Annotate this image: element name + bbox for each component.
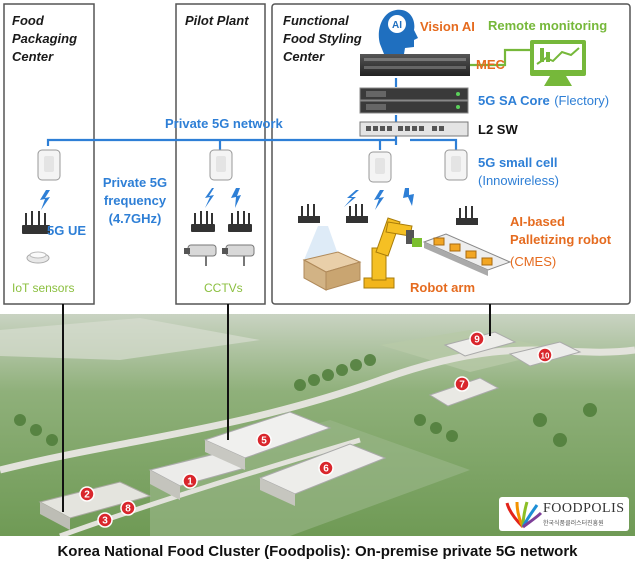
building-marker-circle <box>182 473 198 489</box>
foodpolis-logo-subtitle: 한국식품클러스터진흥원 <box>543 521 604 527</box>
figure-caption: Korea National Food Cluster (Foodpolis):… <box>0 536 635 568</box>
small-cell-label: 5G small cell (Innowireless) <box>478 154 559 190</box>
remote-monitoring-line <box>470 48 530 67</box>
5g-ue-label: 5G UE <box>47 223 87 238</box>
building-marker-circle <box>256 432 272 448</box>
remote-monitoring-label: Remote monitoring <box>488 18 608 33</box>
building-marker-3: 3 <box>97 512 113 528</box>
building-marker-7: 7 <box>454 376 470 392</box>
frequency-line-3: (4.7GHz) <box>108 211 162 226</box>
building-marker-circle <box>97 512 113 528</box>
food-packaging-title-line-2: Packaging <box>12 31 78 46</box>
pilot-plant-title: Pilot Plant <box>185 13 249 28</box>
food-packaging-title-line-1: Food <box>12 13 44 28</box>
iot-sensors-label: IoT sensors <box>12 281 75 295</box>
cmes-label: (CMES) <box>510 254 557 269</box>
palletizing-conveyor-icon <box>422 233 512 276</box>
small-cell-line-1: 5G small cell <box>478 155 558 170</box>
building-marker-circle <box>318 460 334 476</box>
palletizing-line-1: AI-based <box>510 214 565 229</box>
functional-title-line-3: Center <box>283 49 325 64</box>
building-marker-2: 2 <box>79 486 95 502</box>
sa-core-label-bold: 5G SA Core <box>478 93 550 108</box>
building-marker-number: 9 <box>474 335 480 346</box>
food-packaging-title-line-3: Center <box>12 49 54 64</box>
building-marker-1: 1 <box>182 473 198 489</box>
mec-label: MEC <box>476 57 505 72</box>
building-marker-circle <box>469 331 485 347</box>
building-marker-number: 2 <box>84 490 90 501</box>
building-marker-number: 3 <box>102 516 108 527</box>
functional-title-line-1: Functional <box>283 13 349 28</box>
robot-arm-icon <box>363 217 422 289</box>
building-marker-circle <box>79 486 95 502</box>
sa-core-server-icon <box>359 87 469 114</box>
foodpolis-logo: FOODPOLIS 한국식품클러스터진흥원 <box>499 497 629 531</box>
food-packaging-title: Food Packaging Center <box>12 12 77 66</box>
small-cell-functional-2 <box>444 149 468 181</box>
building-marker-number: 8 <box>125 504 131 515</box>
foodpolis-logo-mark <box>505 501 543 529</box>
foodpolis-logo-text: FOODPOLIS <box>543 501 625 516</box>
building-markers: 1 2 3 5 6 7 8 9 10 <box>79 331 553 528</box>
building-marker-6: 6 <box>318 460 334 476</box>
palletizing-line-2: Palletizing robot <box>510 232 612 247</box>
building-marker-circle <box>537 347 553 363</box>
vision-ai-head-icon: AI <box>378 9 418 54</box>
small-cell-line-2: (Innowireless) <box>478 173 559 188</box>
vision-inspection-box-icon <box>302 226 362 291</box>
building-marker-circle <box>120 500 136 516</box>
aerial-campus <box>0 314 635 539</box>
mec-server-icon <box>360 54 470 76</box>
small-cell-functional-1 <box>368 151 392 183</box>
robot-router-icons <box>298 204 478 225</box>
frequency-line-1: Private 5G <box>102 175 168 190</box>
building-marker-circle <box>454 376 470 392</box>
wireless-bolts <box>40 188 414 210</box>
l2-sw-label: L2 SW <box>478 122 518 137</box>
small-cell-packaging <box>37 149 61 181</box>
functional-center-title: Functional Food Styling Center <box>283 12 362 66</box>
building-marker-10: 10 <box>537 347 553 363</box>
vision-ai-label: Vision AI <box>420 19 475 34</box>
building-marker-number: 6 <box>323 464 329 475</box>
5g-ue-router-icon <box>22 211 50 234</box>
palletizing-label: AI-based Palletizing robot <box>510 213 611 249</box>
cctv-camera-icons <box>184 244 255 266</box>
private-5g-network-label: Private 5G network <box>165 116 283 131</box>
building-marker-5: 5 <box>256 432 272 448</box>
building-marker-number: 1 <box>187 477 193 488</box>
functional-title-line-2: Food Styling <box>283 31 362 46</box>
l2-switch-icon <box>359 121 469 137</box>
sa-core-label: 5G SA Core (Flectory) <box>478 92 609 110</box>
remote-monitor-icon <box>530 40 586 86</box>
private-5g-frequency-label: Private 5G frequency (4.7GHz) <box>99 174 171 228</box>
cctvs-label: CCTVs <box>204 281 243 295</box>
building-marker-number: 7 <box>459 380 465 391</box>
building-marker-number: 10 <box>541 352 550 361</box>
pilot-router-icons <box>191 211 252 232</box>
ai-badge-text: AI <box>392 20 402 31</box>
robot-arm-label: Robot arm <box>410 280 475 295</box>
iot-sensor-icon <box>26 251 50 264</box>
building-marker-9: 9 <box>469 331 485 347</box>
small-cell-pilot <box>209 149 233 181</box>
frequency-line-2: frequency <box>103 193 167 208</box>
building-marker-number: 5 <box>261 436 267 447</box>
sa-core-label-paren: (Flectory) <box>554 93 610 108</box>
building-marker-8: 8 <box>120 500 136 516</box>
